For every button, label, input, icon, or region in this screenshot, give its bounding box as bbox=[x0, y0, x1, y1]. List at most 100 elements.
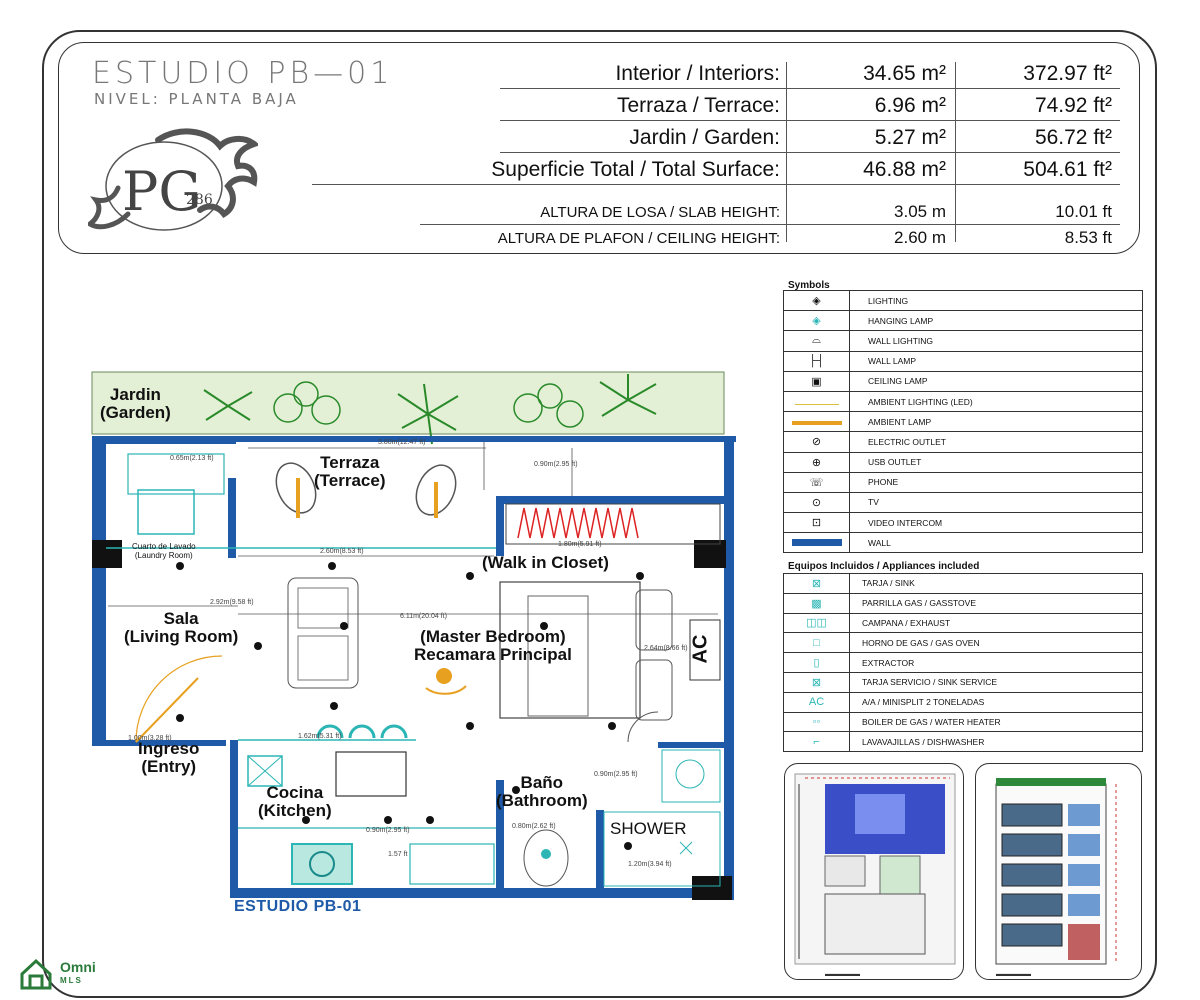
dimension-label: 1.80m(5.91 ft) bbox=[558, 541, 602, 548]
area-row-total: Superficie Total / Total Surface: 46.88 … bbox=[300, 154, 1120, 186]
dimension-label: 6.11m(20.04 ft) bbox=[400, 613, 447, 620]
unit-title: ESTUDIO PB—01 bbox=[92, 56, 394, 91]
area-ft2: 372.97 ft² bbox=[1023, 62, 1112, 85]
brand-sub: MLS bbox=[60, 976, 83, 985]
legend-label: A/A / MINISPLIT 2 TONELADAS bbox=[849, 691, 1143, 713]
height-row: ALTURA DE LOSA / SLAB HEIGHT: 3.05 m 10.… bbox=[300, 200, 1120, 224]
legend-label: HANGING LAMP bbox=[849, 310, 1143, 332]
legend-row: □HORNO DE GAS / GAS OVEN bbox=[783, 632, 1143, 654]
legend-label: WALL bbox=[849, 532, 1143, 554]
height-ft: 10.01 ft bbox=[1055, 202, 1112, 221]
logo-letters: PG bbox=[122, 160, 201, 223]
area-label: Terraza / Terrace: bbox=[616, 94, 780, 117]
phone-icon: ☏ bbox=[783, 471, 850, 493]
floor-plan: 3.80m(12.47 ft) 0.90m(2.95 ft) 2.60m(8.5… bbox=[88, 370, 738, 905]
hanging-lamp-icon: ◈ bbox=[783, 310, 850, 332]
area-m2: 5.27 m² bbox=[874, 126, 946, 149]
legend-label: BOILER DE GAS / WATER HEATER bbox=[849, 711, 1143, 733]
room-label-bathroom: Baño (Bathroom) bbox=[496, 774, 588, 810]
area-row: Interior / Interiors: 34.65 m² 372.97 ft… bbox=[300, 58, 1120, 90]
room-label-kitchen: Cocina (Kitchen) bbox=[258, 784, 332, 820]
symbols-title: Symbols bbox=[788, 280, 830, 291]
area-row: Terraza / Terrace: 6.96 m² 74.92 ft² bbox=[300, 90, 1120, 122]
video-intercom-icon: ⊡ bbox=[783, 512, 850, 534]
equipment-legend: ⊠TARJA / SINK▩PARRILLA GAS / GASSTOVE◫◫C… bbox=[783, 573, 1143, 753]
dimension-label: 1.00m(3.28 ft) bbox=[128, 735, 172, 742]
brand-name: Omni bbox=[60, 959, 96, 975]
legend-row: ◈LIGHTING bbox=[783, 289, 1143, 312]
header-panel bbox=[58, 42, 1140, 254]
electric-outlet-icon: ⊘ bbox=[783, 431, 850, 453]
room-text: (Walk in Closet) bbox=[482, 553, 609, 572]
legend-label: LIGHTING bbox=[849, 289, 1143, 312]
gas-stove-icon: ▩ bbox=[783, 592, 850, 614]
row-line bbox=[500, 88, 1120, 89]
usb-outlet-icon: ⊕ bbox=[783, 451, 850, 473]
legend-row: ⊙TV bbox=[783, 491, 1143, 514]
legend-row: ⊠TARJA SERVICIO / SINK SERVICE bbox=[783, 671, 1143, 693]
legend-row: AMBIENT LIGHTING (LED) bbox=[783, 390, 1143, 413]
legend-label: PHONE bbox=[849, 471, 1143, 493]
wall-swatch bbox=[791, 538, 842, 546]
legend-label: USB OUTLET bbox=[849, 451, 1143, 473]
room-label-living: Sala (Living Room) bbox=[124, 610, 238, 646]
area-m2: 34.65 m² bbox=[863, 62, 946, 85]
tv-icon: ⊙ bbox=[783, 491, 850, 514]
row-line bbox=[420, 224, 1120, 225]
room-text: Terraza (Terrace) bbox=[314, 453, 386, 490]
wall-lamp-icon: ├┤ bbox=[783, 350, 850, 372]
room-text: Baño (Bathroom) bbox=[496, 773, 588, 810]
area-ft2: 74.92 ft² bbox=[1034, 94, 1112, 117]
room-label-shower: SHOWER bbox=[610, 820, 687, 838]
dimension-label: 0.90m(2.95 ft) bbox=[366, 827, 410, 834]
area-row: Jardin / Garden: 5.27 m² 56.72 ft² bbox=[300, 122, 1120, 154]
dimension-label: 0.90m(2.95 ft) bbox=[534, 461, 578, 468]
equipment-title: Equipos Incluidos / Appliances included bbox=[788, 561, 980, 572]
dimension-label: 0.90m(2.95 ft) bbox=[594, 771, 638, 778]
height-row: ALTURA DE PLAFON / CEILING HEIGHT: 2.60 … bbox=[300, 226, 1120, 250]
water-heater-icon: ◦◦ bbox=[783, 711, 850, 733]
height-m: 2.60 m bbox=[894, 228, 946, 247]
room-text: Cocina (Kitchen) bbox=[258, 783, 332, 820]
site-plan-thumbnail: ▬▬▬▬▬ bbox=[784, 763, 964, 980]
lighting-icon: ◈ bbox=[783, 289, 850, 312]
legend-label: CEILING LAMP bbox=[849, 370, 1143, 392]
height-label: ALTURA DE LOSA / SLAB HEIGHT: bbox=[540, 204, 780, 221]
ac-icon: AC bbox=[783, 691, 850, 713]
legend-label: HORNO DE GAS / GAS OVEN bbox=[849, 632, 1143, 654]
room-text: Ingreso (Entry) bbox=[138, 739, 200, 776]
elevation-thumbnail: ▬▬▬▬▬ bbox=[975, 763, 1142, 980]
dimension-label: 3.80m(12.47 ft) bbox=[378, 439, 425, 446]
ambient-lamp-icon bbox=[783, 411, 850, 433]
room-text: (Master Bedroom) Recamara Principal bbox=[414, 627, 572, 664]
height-m: 3.05 m bbox=[894, 202, 946, 221]
dimension-label: 1.20m(3.94 ft) bbox=[628, 861, 672, 868]
dimension-label: 0.65m(2.13 ft) bbox=[170, 455, 214, 462]
area-ft2: 504.61 ft² bbox=[1023, 158, 1112, 181]
dimension-label: 0.80m(2.62 ft) bbox=[512, 823, 556, 830]
legend-row: AMBIENT LAMP bbox=[783, 411, 1143, 433]
gas-oven-icon: □ bbox=[783, 632, 850, 654]
dimension-label: 2.60m(8.53 ft) bbox=[320, 548, 364, 555]
legend-label: AMBIENT LAMP bbox=[849, 411, 1143, 433]
legend-row: ▩PARRILLA GAS / GASSTOVE bbox=[783, 592, 1143, 614]
svg-text:▬▬▬▬▬: ▬▬▬▬▬ bbox=[825, 971, 860, 978]
house-icon bbox=[20, 958, 52, 990]
legend-label: WALL LIGHTING bbox=[849, 330, 1143, 352]
legend-label: PARRILLA GAS / GASSTOVE bbox=[849, 592, 1143, 614]
legend-label: CAMPANA / EXHAUST bbox=[849, 612, 1143, 634]
sink-icon: ⊠ bbox=[783, 573, 850, 594]
legend-row: ⌓WALL LIGHTING bbox=[783, 330, 1143, 352]
symbols-legend: ◈LIGHTING◈HANGING LAMP⌓WALL LIGHTING├┤WA… bbox=[783, 289, 1143, 554]
dishwasher-icon: ⌐ bbox=[783, 731, 850, 753]
room-label-master: (Master Bedroom) Recamara Principal bbox=[414, 628, 572, 664]
area-m2: 6.96 m² bbox=[874, 94, 946, 117]
exhaust-icon: ◫◫ bbox=[783, 612, 850, 634]
sink-service-icon: ⊠ bbox=[783, 671, 850, 693]
legend-row: ⊡VIDEO INTERCOM bbox=[783, 512, 1143, 534]
legend-label: TV bbox=[849, 491, 1143, 514]
wall-lighting-icon: ⌓ bbox=[783, 330, 850, 352]
legend-row: ⌐LAVAVAJILLAS / DISHWASHER bbox=[783, 731, 1143, 753]
